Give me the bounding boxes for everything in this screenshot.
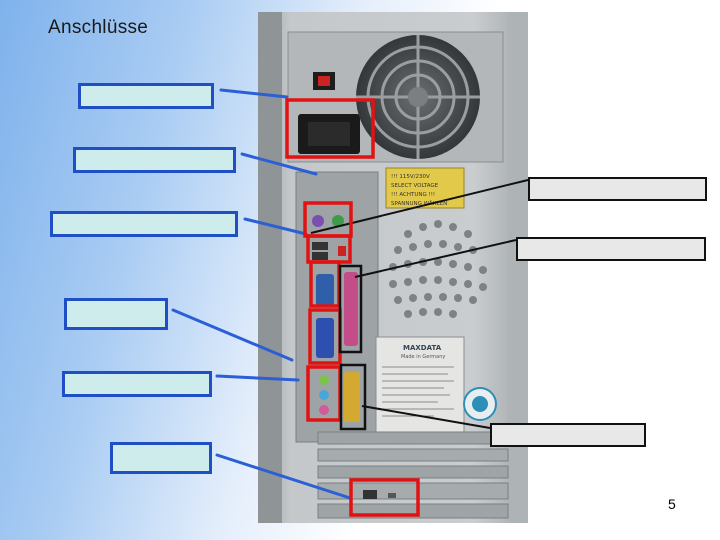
sticker-line-1: !!! 115V/230V — [391, 174, 430, 180]
brand-name: MAXDATA — [403, 344, 442, 352]
brand-tagline: Made in Germany — [401, 354, 445, 360]
label-box-audio[interactable] — [62, 371, 212, 397]
sticker-line-4: SPANNUNG WÄHLEN — [391, 200, 447, 207]
sticker-line-3: !!! ACHTUNG !!! — [391, 192, 435, 198]
label-box-parallel[interactable] — [516, 237, 706, 261]
slide-title: Anschlüsse — [48, 17, 149, 38]
label-box-gameport[interactable] — [490, 423, 646, 447]
pc-rear-photo: !!! 115V/230V SELECT VOLTAGE !!! ACHTUNG… — [258, 12, 528, 523]
label-box-vga[interactable] — [64, 298, 168, 330]
label-box-lan[interactable] — [110, 442, 212, 474]
label-box-power[interactable] — [78, 83, 214, 109]
label-box-usb[interactable] — [50, 211, 238, 237]
label-box-serial[interactable] — [528, 177, 707, 201]
page-number: 5 — [668, 496, 676, 512]
sticker-line-2: SELECT VOLTAGE — [391, 183, 439, 189]
label-box-ps2[interactable] — [73, 147, 236, 173]
